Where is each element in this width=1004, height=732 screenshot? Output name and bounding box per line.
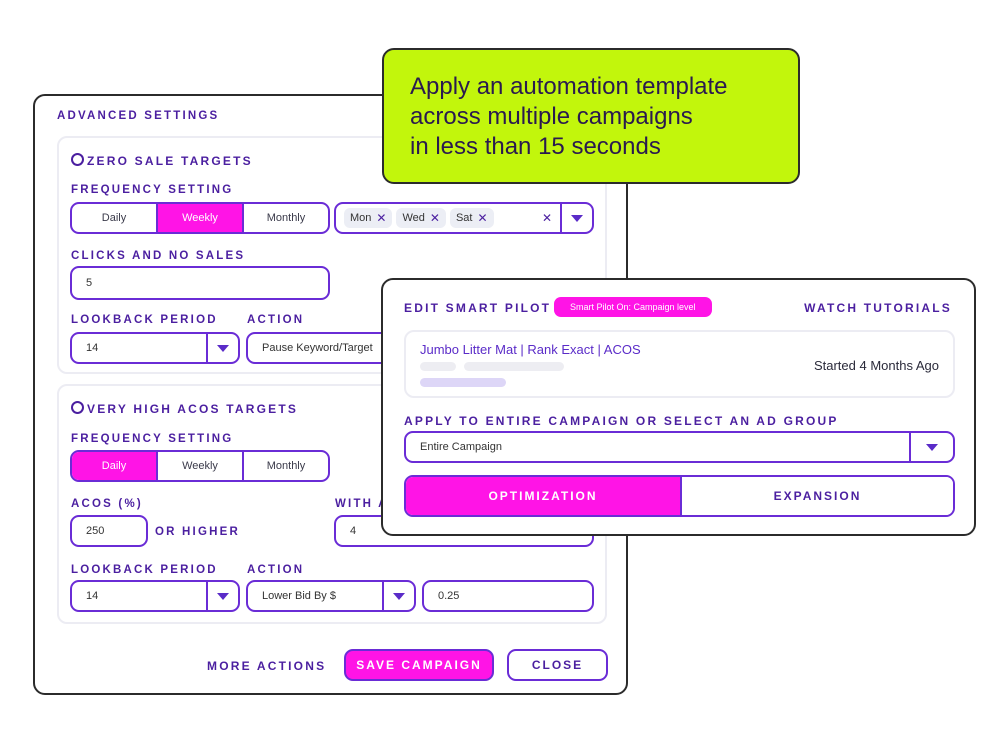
watch-tutorials-link[interactable]: WATCH TUTORIALS xyxy=(804,301,952,315)
acos-input[interactable]: 250 xyxy=(70,515,148,547)
smart-pilot-title: EDIT SMART PILOT xyxy=(404,301,552,315)
chevron-down-icon xyxy=(571,214,583,222)
day-chip-sat: Sat✕ xyxy=(449,208,494,228)
campaign-info-card: Jumbo Litter Mat | Rank Exact | ACOS Sta… xyxy=(404,330,955,398)
zero-sale-action-label: ACTION xyxy=(247,314,305,326)
high-acos-title: VERY HIGH ACOS TARGETS xyxy=(87,402,299,416)
zero-sale-section xyxy=(57,136,607,374)
zero-sale-radio[interactable] xyxy=(71,153,84,166)
chevron-down-icon xyxy=(393,592,405,600)
frequency-weekly-option[interactable]: Weekly xyxy=(158,452,244,480)
bid-amount-input[interactable]: 0.25 xyxy=(422,580,594,612)
zero-sale-frequency-selector: Daily Weekly Monthly xyxy=(70,202,330,234)
days-multiselect[interactable]: Mon✕ Wed✕ Sat✕ ✕ xyxy=(334,202,594,234)
smart-pilot-status-badge: Smart Pilot On: Campaign level xyxy=(554,297,712,317)
ad-group-select[interactable]: Entire Campaign xyxy=(404,431,955,463)
day-chip-wed: Wed✕ xyxy=(396,208,446,228)
tab-expansion[interactable]: EXPANSION xyxy=(682,477,953,515)
acos-label: ACOS (%) xyxy=(71,498,143,510)
remove-wed-icon[interactable]: ✕ xyxy=(429,211,440,225)
zero-sale-lookback-select[interactable]: 14 xyxy=(70,332,240,364)
zero-sale-lookback-label: LOOKBACK PERIOD xyxy=(71,314,218,326)
high-acos-lookback-select[interactable]: 14 xyxy=(70,580,240,612)
days-dropdown-toggle[interactable] xyxy=(560,204,592,232)
chevron-down-icon xyxy=(926,443,938,451)
remove-mon-icon[interactable]: ✕ xyxy=(376,211,387,225)
close-button[interactable]: CLOSE xyxy=(507,649,608,681)
remove-sat-icon[interactable]: ✕ xyxy=(477,211,488,225)
clear-all-icon[interactable]: ✕ xyxy=(541,211,552,225)
started-date: Started 4 Months Ago xyxy=(813,358,939,373)
callout-line-2: across multiple campaigns xyxy=(410,103,693,130)
high-acos-frequency-label: FREQUENCY SETTING xyxy=(71,433,234,445)
callout-line-3: in less than 15 seconds xyxy=(410,133,661,160)
apply-to-label: APPLY TO ENTIRE CAMPAIGN OR SELECT AN AD… xyxy=(404,414,839,428)
frequency-daily-option[interactable]: Daily xyxy=(72,452,158,480)
high-acos-frequency-selector: Daily Weekly Monthly xyxy=(70,450,330,482)
placeholder-bar-purple xyxy=(420,378,506,387)
high-acos-lookback-label: LOOKBACK PERIOD xyxy=(71,564,218,576)
placeholder-bar xyxy=(420,362,456,371)
zero-sale-title: ZERO SALE TARGETS xyxy=(87,154,253,168)
callout-line-1: Apply an automation template xyxy=(410,73,728,100)
feature-callout: Apply an automation template across mult… xyxy=(382,48,800,184)
frequency-weekly-option[interactable]: Weekly xyxy=(158,204,244,232)
zero-sale-frequency-label: FREQUENCY SETTING xyxy=(71,184,234,196)
advanced-settings-title: ADVANCED SETTINGS xyxy=(57,110,220,122)
more-actions-link[interactable]: MORE ACTIONS xyxy=(207,659,327,673)
clicks-no-sales-input[interactable]: 5 xyxy=(70,266,330,300)
frequency-monthly-option[interactable]: Monthly xyxy=(266,460,306,472)
tab-optimization[interactable]: OPTIMIZATION xyxy=(406,477,682,515)
high-acos-action-label: ACTION xyxy=(247,564,305,576)
day-chip-mon: Mon✕ xyxy=(344,208,393,228)
frequency-daily-option[interactable]: Daily xyxy=(72,204,158,232)
chevron-down-icon xyxy=(217,344,229,352)
frequency-monthly-option[interactable]: Monthly xyxy=(266,212,306,224)
save-campaign-button[interactable]: SAVE CAMPAIGN xyxy=(344,649,494,681)
high-acos-action-select[interactable]: Lower Bid By $ xyxy=(246,580,416,612)
with-label: WITH A xyxy=(335,498,389,510)
smart-pilot-panel: EDIT SMART PILOT Smart Pilot On: Campaig… xyxy=(381,278,976,536)
mode-tabs: OPTIMIZATION EXPANSION xyxy=(404,475,955,517)
placeholder-bar xyxy=(464,362,564,371)
high-acos-radio[interactable] xyxy=(71,401,84,414)
campaign-name: Jumbo Litter Mat | Rank Exact | ACOS xyxy=(420,342,641,357)
chevron-down-icon xyxy=(217,592,229,600)
clicks-no-sales-label: CLICKS AND NO SALES xyxy=(71,250,246,262)
or-higher-label: OR HIGHER xyxy=(155,526,240,538)
